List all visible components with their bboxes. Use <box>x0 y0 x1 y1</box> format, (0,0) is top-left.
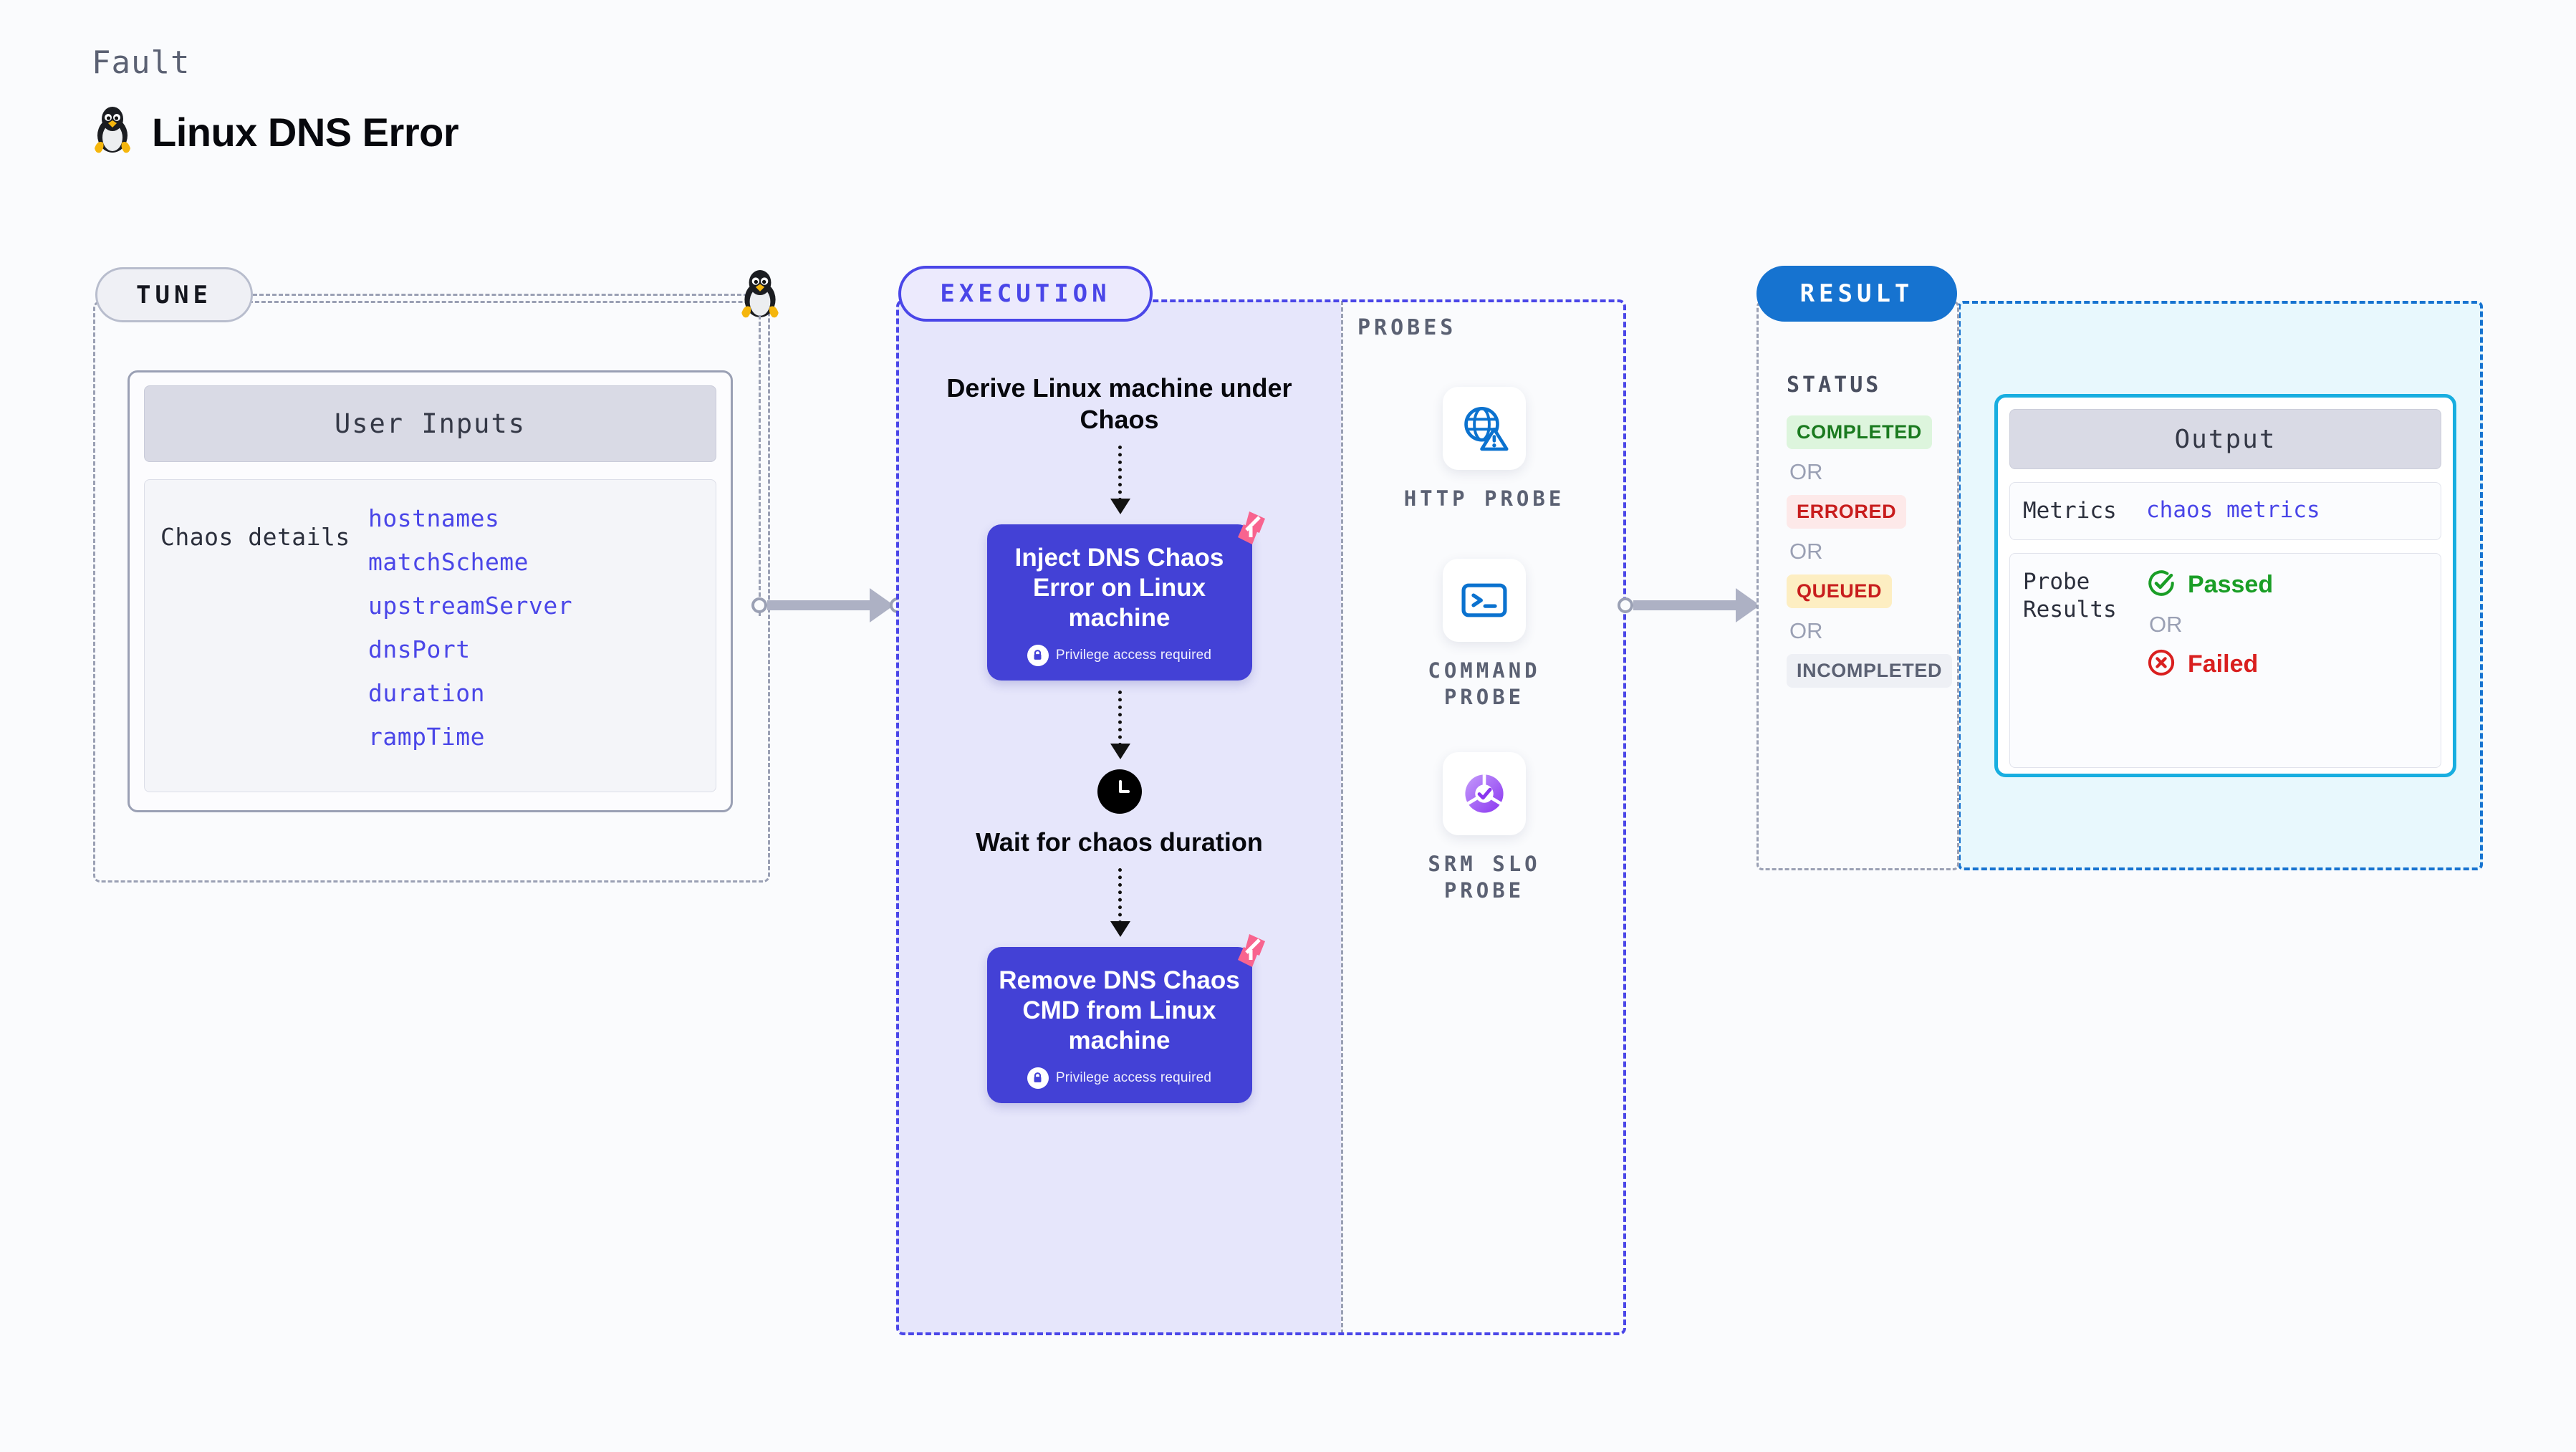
execution-pill-label: EXECUTION <box>898 266 1153 322</box>
status-badge-queued: QUEUED <box>1787 574 1893 608</box>
node-remove-title: Remove DNS Chaos CMD from Linux machine <box>999 966 1240 1054</box>
lock-icon <box>1027 644 1049 666</box>
execution-panel <box>896 299 1626 1335</box>
chaos-details-label: Chaos details <box>160 523 350 551</box>
probe-result-failed-label: Failed <box>2188 650 2259 678</box>
connector-bar <box>767 600 871 610</box>
input-ramptime[interactable]: rampTime <box>368 723 485 751</box>
tune-penguin-dash <box>759 315 761 616</box>
flow-arrow-1-icon <box>1110 445 1130 514</box>
output-metrics-value[interactable]: chaos metrics <box>2146 497 2320 523</box>
probe-http[interactable]: HTTP PROBE <box>1402 387 1567 512</box>
output-probe-results-key: Probe Results <box>2023 568 2117 622</box>
tune-top-dash <box>253 294 754 296</box>
chaos-details-input-list: hostnames matchScheme upstreamServer dns… <box>368 497 572 792</box>
connector-tune-to-execution <box>751 588 905 622</box>
user-inputs-title: User Inputs <box>144 385 716 462</box>
page-title: Linux DNS Error <box>152 110 459 155</box>
status-badge-incompleted: INCOMPLETED <box>1787 654 1953 688</box>
result-pill-label: RESULT <box>1756 266 1957 322</box>
step-derive-label: Derive Linux machine under Chaos <box>946 373 1292 434</box>
connector-start-dot <box>751 597 767 613</box>
output-title: Output <box>2009 409 2441 469</box>
harness-ribbon-icon <box>1228 509 1268 549</box>
user-inputs-card: User Inputs Chaos details hostnames matc… <box>128 370 733 812</box>
output-probe-results-row: Probe Results Passed OR <box>2009 552 2441 768</box>
harness-ribbon-icon <box>1228 931 1268 971</box>
connector-execution-to-result <box>1618 588 1772 622</box>
fault-kicker: Fault <box>92 44 191 81</box>
input-dnsport[interactable]: dnsPort <box>368 635 471 663</box>
node-inject-privilege-text: Privilege access required <box>1055 647 1212 663</box>
terminal-prompt-icon <box>1443 559 1526 642</box>
input-duration[interactable]: duration <box>368 679 485 707</box>
page-header: Fault Linux DNS Error <box>92 44 459 159</box>
linux-penguin-marker-icon <box>738 269 782 324</box>
input-hostnames[interactable]: hostnames <box>368 504 500 532</box>
tune-panel <box>93 301 770 883</box>
status-or-1: OR <box>1789 459 1823 484</box>
tune-pill-label: TUNE <box>95 267 253 322</box>
input-matchscheme[interactable]: matchScheme <box>368 548 529 576</box>
probe-result-passed: Passed <box>2146 568 2273 602</box>
connector-start-dot <box>1618 597 1633 613</box>
connector-bar <box>1633 600 1737 610</box>
probe-result-passed-label: Passed <box>2188 570 2274 598</box>
error-circle-icon <box>2146 648 2176 681</box>
flow-arrow-2-icon <box>1110 690 1130 759</box>
probe-srm-slo-label: SRM SLO PROBE <box>1428 852 1541 903</box>
probe-result-failed: Failed <box>2146 648 2273 681</box>
node-inject-dns-chaos[interactable]: Inject DNS Chaos Error on Linux machine … <box>986 511 1265 681</box>
probe-command-label: COMMAND PROBE <box>1428 658 1541 710</box>
node-inject-title: Inject DNS Chaos Error on Linux machine <box>1014 543 1224 632</box>
input-upstreamserver[interactable]: upstreamServer <box>368 592 573 620</box>
output-metrics-row: Metrics chaos metrics <box>2009 482 2441 540</box>
check-circle-icon <box>2146 568 2176 602</box>
step-wait-label: Wait for chaos duration <box>976 827 1263 857</box>
node-remove-privilege: Privilege access required <box>999 1067 1241 1089</box>
globe-warning-icon <box>1443 387 1526 470</box>
probes-label: PROBES <box>1357 315 1457 340</box>
node-remove-privilege-text: Privilege access required <box>1055 1069 1212 1085</box>
probe-command[interactable]: COMMAND PROBE <box>1402 559 1567 711</box>
clock-icon <box>1097 769 1142 814</box>
output-card: Output Metrics chaos metrics Probe Resul… <box>1994 394 2456 777</box>
execution-flow: Derive Linux machine under Chaos Inject … <box>938 372 1300 1103</box>
status-badge-completed: COMPLETED <box>1787 415 1932 449</box>
srm-slo-donut-check-icon <box>1443 752 1526 835</box>
lock-icon <box>1027 1067 1049 1089</box>
probe-http-label: HTTP PROBE <box>1403 486 1565 511</box>
flow-arrow-3-icon <box>1110 867 1130 937</box>
linux-penguin-icon <box>92 105 133 159</box>
output-metrics-key: Metrics <box>2023 498 2117 524</box>
status-or-3: OR <box>1789 618 1823 643</box>
probe-result-or: OR <box>2149 611 2183 637</box>
status-badge-errored: ERRORED <box>1787 495 1907 529</box>
status-badge-list: COMPLETED OR ERRORED OR QUEUED OR INCOMP… <box>1787 415 1953 688</box>
node-inject-privilege: Privilege access required <box>999 644 1241 666</box>
node-remove-dns-chaos[interactable]: Remove DNS Chaos CMD from Linux machine … <box>986 933 1265 1103</box>
probe-srm-slo[interactable]: SRM SLO PROBE <box>1402 752 1567 904</box>
user-inputs-body: Chaos details hostnames matchScheme upst… <box>144 479 716 792</box>
status-or-2: OR <box>1789 539 1823 564</box>
output-probe-results-values: Passed OR Failed <box>2146 568 2273 753</box>
status-label: STATUS <box>1787 372 1882 398</box>
